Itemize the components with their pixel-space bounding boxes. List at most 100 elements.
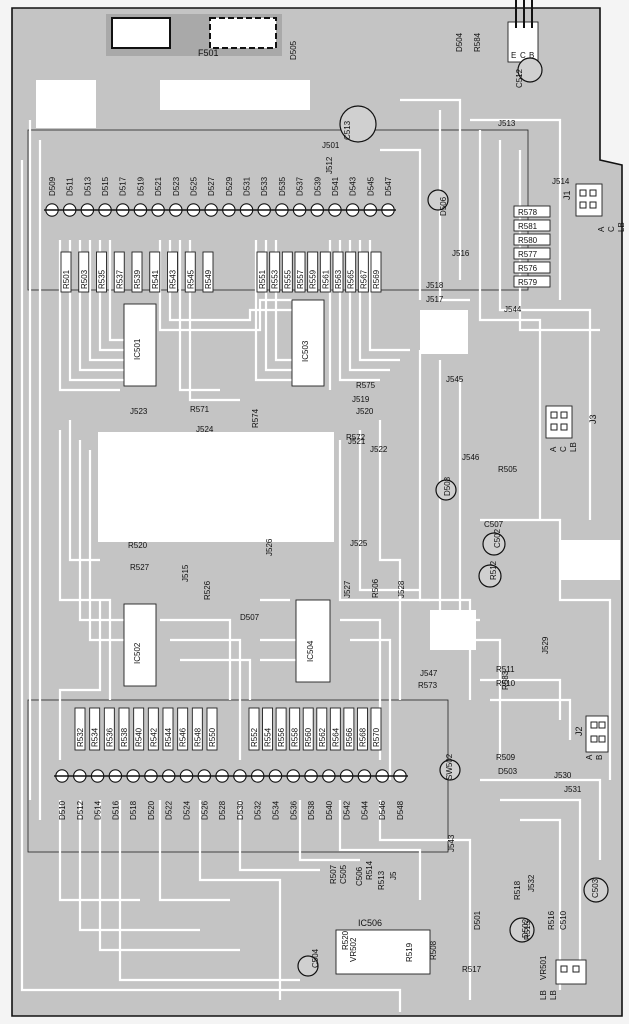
diode-label: D548 xyxy=(396,800,405,820)
component-label: J544 xyxy=(504,305,522,314)
diode-label: D527 xyxy=(207,176,216,196)
component-label: D503 xyxy=(498,767,518,776)
resistor-label: R563 xyxy=(334,269,343,289)
component-label: D508 xyxy=(443,476,452,496)
resistor xyxy=(281,251,293,293)
resistor-label: R539 xyxy=(133,269,142,289)
diode-label: D531 xyxy=(243,176,252,196)
resistor xyxy=(60,251,72,293)
pcb-trace xyxy=(520,818,562,990)
pcb-trace xyxy=(170,638,242,760)
resistor-label: R559 xyxy=(309,269,318,289)
resistor-label: R503 xyxy=(80,269,89,289)
pcb-trace xyxy=(490,698,572,740)
connector-label: J1 xyxy=(562,190,572,200)
component-label: C513 xyxy=(343,120,352,140)
component-label: J522 xyxy=(370,445,388,454)
pcb-trace xyxy=(88,450,124,642)
resistor-label: R545 xyxy=(186,269,195,289)
component-label: J519 xyxy=(352,395,370,404)
connector-j5: J1 xyxy=(562,183,603,217)
resistor-label: R535 xyxy=(98,269,107,289)
component-label: J516 xyxy=(452,249,470,258)
diode-label: D513 xyxy=(83,176,92,196)
resistor xyxy=(262,707,274,751)
diode-label: D546 xyxy=(378,800,387,820)
ic-label: IC504 xyxy=(306,640,315,662)
component-label: J515 xyxy=(181,564,190,582)
pin-label: C xyxy=(520,51,526,60)
resistor-label: R579 xyxy=(518,278,538,287)
component-label: J514 xyxy=(552,177,570,186)
component-label: R520 xyxy=(341,930,350,950)
pcb-trace xyxy=(178,240,220,392)
pin-label: A xyxy=(597,226,606,232)
component-label: D506 xyxy=(439,196,448,216)
diode-label: D523 xyxy=(172,176,181,196)
resistor-label: R568 xyxy=(358,727,367,747)
resistor xyxy=(370,251,382,293)
resistor-label: R557 xyxy=(296,269,305,289)
diode-label: D514 xyxy=(94,800,103,820)
resistor xyxy=(167,251,178,293)
pin-label: B xyxy=(595,755,604,760)
pcb-trace xyxy=(78,800,200,932)
pcb-trace xyxy=(470,118,562,300)
diode-label: D524 xyxy=(183,800,192,820)
component-label: C502 xyxy=(493,528,502,548)
resistor-label: R534 xyxy=(91,727,100,747)
pcb-trace xyxy=(88,240,124,362)
diode-label: D537 xyxy=(296,176,305,196)
resistor xyxy=(96,251,107,293)
resistor xyxy=(206,707,218,751)
resistor-label: R566 xyxy=(345,727,354,747)
component-label: J513 xyxy=(498,119,516,128)
diode-label: D525 xyxy=(189,176,198,196)
diode-label: D529 xyxy=(225,176,234,196)
resistor xyxy=(202,251,214,293)
diode-label: D532 xyxy=(254,800,263,820)
pcb-trace xyxy=(58,600,102,760)
component-label: R574 xyxy=(251,408,260,428)
diode-label: D521 xyxy=(154,176,163,196)
component-label: J545 xyxy=(446,375,464,384)
resistor-label: R558 xyxy=(291,727,300,747)
resistor xyxy=(177,707,189,751)
pcb-trace xyxy=(480,778,602,860)
pcb-trace xyxy=(438,360,480,622)
resistor-label: R555 xyxy=(283,269,292,289)
ic-label: IC503 xyxy=(301,340,310,362)
component-label: J530 xyxy=(554,771,572,780)
pcb-trace xyxy=(298,800,360,862)
component-label: J523 xyxy=(130,407,148,416)
pcb-trace xyxy=(118,800,300,982)
resistor xyxy=(513,261,551,274)
pcb-trace xyxy=(78,440,124,622)
resistor-label: R542 xyxy=(149,727,158,747)
component-label: C507 xyxy=(484,520,504,529)
pin-label: LB xyxy=(539,990,548,1000)
component-label: J525 xyxy=(350,539,368,548)
component-label: VR501 xyxy=(539,955,548,980)
component-label: J518 xyxy=(426,281,444,290)
diode-label: D509 xyxy=(48,176,57,196)
pcb-trace xyxy=(180,658,252,700)
resistor-label: R561 xyxy=(321,269,330,289)
resistor-label: R565 xyxy=(347,269,356,289)
component-label: R520 xyxy=(128,541,148,550)
resistor-label: R569 xyxy=(372,269,381,289)
pcb-trace xyxy=(380,148,422,300)
pin-label: A xyxy=(585,754,594,760)
component-label: J529 xyxy=(541,636,550,654)
component-label: R511 xyxy=(496,665,515,674)
ic-label: IC502 xyxy=(133,642,142,664)
ic-group: IC501 IC503 IC502 IC504 IC506 xyxy=(123,299,431,975)
pcb-trace xyxy=(108,240,124,342)
fuse-label: F501 xyxy=(198,48,219,58)
component-label: J527 xyxy=(343,580,352,598)
pin-label: C xyxy=(607,226,616,232)
pcb-trace xyxy=(188,240,240,402)
